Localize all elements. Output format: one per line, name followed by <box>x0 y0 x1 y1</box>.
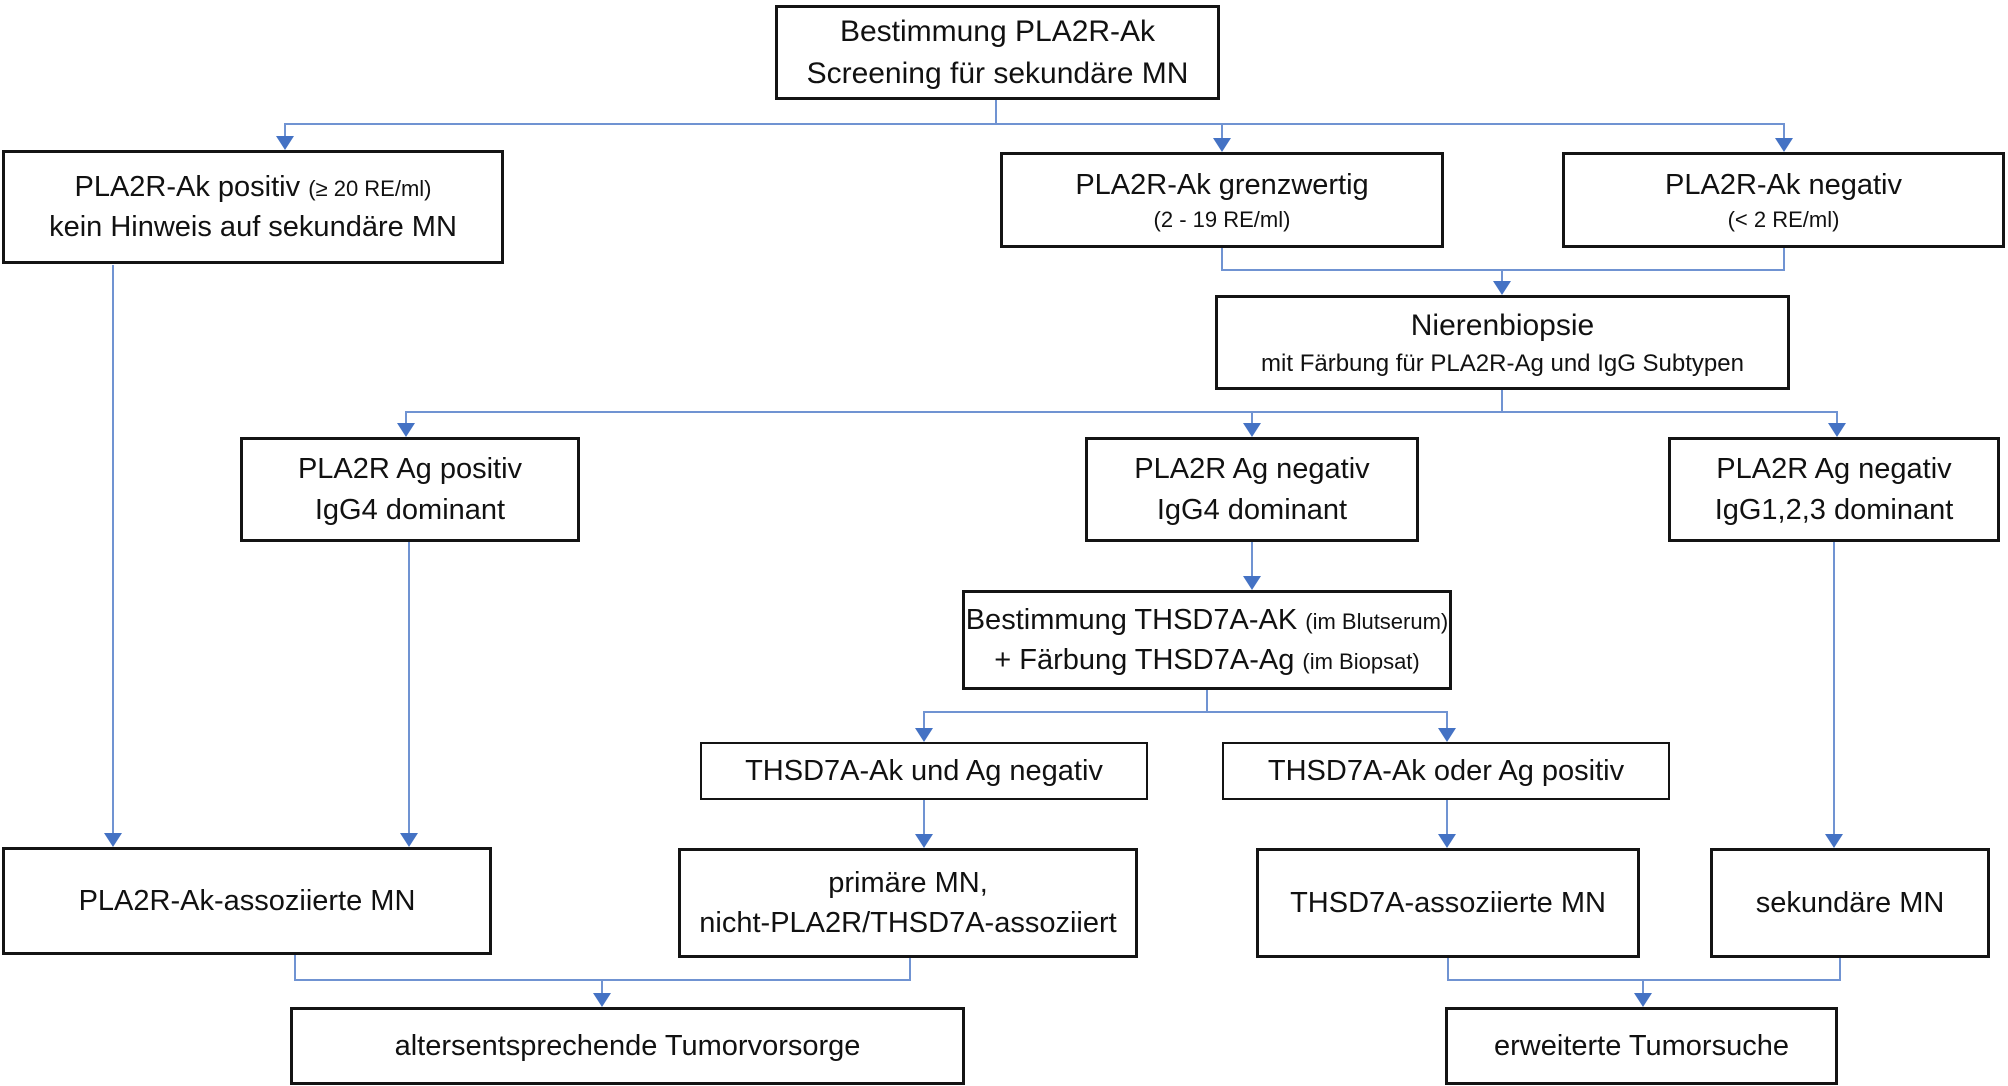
node-thsd7a-negativ: THSD7A-Ak und Ag negativ <box>700 742 1148 800</box>
connector-line <box>1251 411 1253 425</box>
connector-line <box>1446 711 1448 730</box>
node-tumorvorsorge: altersentsprechende Tumorvorsorge <box>290 1007 965 1085</box>
node-mn-primaer: primäre MN, nicht-PLA2R/THSD7A-assoziier… <box>678 848 1138 958</box>
connector-line <box>1836 411 1838 425</box>
arrowhead-down-icon <box>1213 138 1231 152</box>
connector-line <box>408 542 410 834</box>
node-tumorsuche: erweiterte Tumorsuche <box>1445 1007 1838 1085</box>
node-ag-negativ-igg4: PLA2R Ag negativ IgG4 dominant <box>1085 437 1419 542</box>
arrowhead-down-icon <box>104 833 122 847</box>
connector-line <box>1839 958 1841 981</box>
node-screening: Bestimmung PLA2R-Ak Screening für sekund… <box>775 5 1220 100</box>
connector-line <box>1783 123 1785 140</box>
connector-line <box>294 955 296 981</box>
connector-line <box>112 265 114 834</box>
node-text: THSD7A-Ak und Ag negativ <box>745 754 1103 787</box>
node-text-small: (im Blutserum) <box>1305 608 1449 634</box>
node-text: + Färbung THSD7A-Ag (im Biopsat) <box>994 644 1420 676</box>
node-text: kein Hinweis auf sekundäre MN <box>49 211 457 243</box>
connector-line <box>1221 248 1223 271</box>
node-text: THSD7A-assoziierte MN <box>1290 886 1606 919</box>
connector-line <box>1221 269 1785 271</box>
node-text-small: mit Färbung für PLA2R-Ag und IgG Subtype… <box>1261 349 1744 377</box>
arrowhead-down-icon <box>397 423 415 437</box>
connector-line <box>1447 958 1449 981</box>
node-text: Bestimmung THSD7A-AK (im Blutserum) <box>965 603 1449 636</box>
arrowhead-down-icon <box>1438 834 1456 848</box>
node-text: Nierenbiopsie <box>1410 309 1595 343</box>
node-text: Bestimmung PLA2R-Ak <box>839 15 1156 49</box>
arrowhead-down-icon <box>915 834 933 848</box>
arrowhead-down-icon <box>400 833 418 847</box>
connector-line <box>1251 542 1253 578</box>
connector-line <box>923 711 925 730</box>
node-text: erweiterte Tumorsuche <box>1494 1029 1789 1062</box>
connector-line <box>1447 979 1841 981</box>
arrowhead-down-icon <box>1493 281 1511 295</box>
connector-line <box>1446 800 1448 835</box>
connector-line <box>284 123 1785 125</box>
node-text: primäre MN, <box>828 866 988 899</box>
arrowhead-down-icon <box>1828 423 1846 437</box>
arrowhead-down-icon <box>1438 728 1456 742</box>
connector-line <box>995 100 997 124</box>
node-text: Screening für sekundäre MN <box>806 56 1189 90</box>
node-thsd7a-test: Bestimmung THSD7A-AK (im Blutserum) + Fä… <box>962 590 1452 690</box>
connector-line <box>1206 690 1208 713</box>
node-text: IgG4 dominant <box>314 493 506 526</box>
node-ag-positiv-igg4: PLA2R Ag positiv IgG4 dominant <box>240 437 580 542</box>
connector-line <box>909 958 911 981</box>
connector-line <box>284 123 286 139</box>
connector-line <box>923 711 1448 713</box>
arrowhead-down-icon <box>915 728 933 742</box>
node-text: nicht-PLA2R/THSD7A-assoziiert <box>699 907 1117 939</box>
node-text-small: (≥ 20 RE/ml) <box>308 175 432 201</box>
connector-line <box>1501 390 1503 413</box>
node-text: THSD7A-Ak oder Ag positiv <box>1267 754 1625 787</box>
node-text: PLA2R-Ak positiv (≥ 20 RE/ml) <box>74 170 432 203</box>
connector-line <box>405 411 1838 413</box>
node-pla2r-grenzwertig: PLA2R-Ak grenzwertig (2 - 19 RE/ml) <box>1000 152 1444 248</box>
node-ag-negativ-igg123: PLA2R Ag negativ IgG1,2,3 dominant <box>1668 437 2000 542</box>
node-text: altersentsprechende Tumorvorsorge <box>394 1029 861 1062</box>
connector-line <box>1221 123 1223 140</box>
connector-line <box>1783 248 1785 271</box>
arrowhead-down-icon <box>1243 423 1261 437</box>
arrowhead-down-icon <box>276 136 294 150</box>
node-mn-thsd7a-assoziiert: THSD7A-assoziierte MN <box>1256 848 1640 958</box>
arrowhead-down-icon <box>1243 576 1261 590</box>
connector-line <box>923 800 925 835</box>
node-pla2r-positiv: PLA2R-Ak positiv (≥ 20 RE/ml) kein Hinwe… <box>2 150 504 264</box>
connector-line <box>1642 979 1644 994</box>
connector-line <box>405 411 407 425</box>
node-thsd7a-positiv: THSD7A-Ak oder Ag positiv <box>1222 742 1670 800</box>
arrowhead-down-icon <box>1634 993 1652 1007</box>
arrowhead-down-icon <box>1775 138 1793 152</box>
connector-line <box>1501 269 1503 283</box>
connector-line <box>601 979 603 994</box>
node-text-small: (< 2 RE/ml) <box>1727 206 1840 232</box>
node-text: sekundäre MN <box>1755 886 1945 919</box>
node-text: PLA2R-Ak-assoziierte MN <box>78 884 416 917</box>
node-text-small: (2 - 19 RE/ml) <box>1153 206 1291 232</box>
node-text: IgG1,2,3 dominant <box>1714 493 1954 526</box>
node-mn-sekundaer: sekundäre MN <box>1710 848 1990 958</box>
node-text: IgG4 dominant <box>1156 493 1348 526</box>
node-text-small: (im Biopsat) <box>1302 649 1420 674</box>
node-text: PLA2R Ag positiv <box>297 453 523 486</box>
node-mn-pla2r-assoziiert: PLA2R-Ak-assoziierte MN <box>2 847 492 955</box>
node-text: PLA2R Ag negativ <box>1716 453 1952 486</box>
node-text: PLA2R Ag negativ <box>1134 453 1370 486</box>
node-text: PLA2R-Ak negativ <box>1665 168 1902 201</box>
node-nierenbiopsie: Nierenbiopsie mit Färbung für PLA2R-Ag u… <box>1215 295 1790 390</box>
node-pla2r-negativ: PLA2R-Ak negativ (< 2 RE/ml) <box>1562 152 2005 248</box>
node-text: PLA2R-Ak grenzwertig <box>1075 168 1369 201</box>
arrowhead-down-icon <box>1825 834 1843 848</box>
arrowhead-down-icon <box>593 993 611 1007</box>
connector-line <box>1833 542 1835 835</box>
